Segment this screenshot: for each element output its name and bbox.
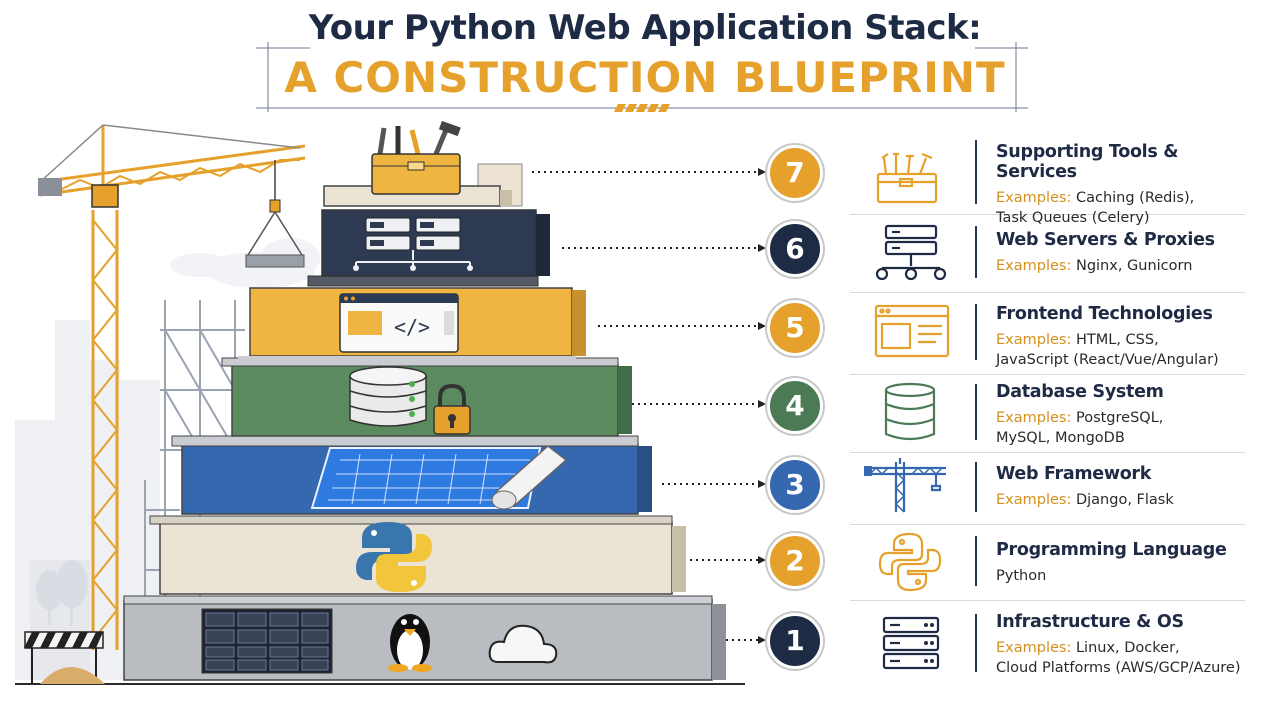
browser-window-icon [874, 304, 950, 358]
layer-5-examples-label: Examples: [996, 332, 1072, 348]
legend-row-7: Supporting Tools & Services Examples: Ca… [850, 132, 1245, 226]
server-rack-grid [201, 608, 333, 674]
clouds [170, 238, 320, 288]
legend-separator [975, 536, 977, 586]
layer-5-examples-line2: JavaScript (React/Vue/Angular) [996, 352, 1219, 368]
road-barrier [24, 631, 104, 684]
layer-1-examples-line2: Cloud Platforms (AWS/GCP/Azure) [996, 660, 1241, 676]
server-network-block-icon [353, 217, 473, 271]
layer-5-number: 5 [767, 300, 823, 356]
layer-4-examples-line1: PostgreSQL, [1075, 410, 1164, 426]
padlock-icon [433, 383, 471, 435]
crane-cab [91, 184, 119, 208]
layer-1-heading: Infrastructure & OS [996, 612, 1184, 632]
layer-4-heading: Database System [996, 382, 1164, 402]
title-line-2: A CONSTRUCTION BLUEPRINT [284, 53, 1006, 102]
browser-window-block-icon: </> [339, 293, 459, 353]
legend-separator [975, 462, 977, 512]
server-rack-icon [882, 616, 940, 670]
layer-5-examples-line1: HTML, CSS, [1075, 332, 1159, 348]
layer-4-block [221, 357, 632, 437]
python-logo-icon [878, 532, 942, 592]
layer-1-number: 1 [767, 613, 823, 669]
layer-1-examples-label: Examples: [996, 640, 1072, 656]
legend-separator [975, 226, 977, 278]
layer-1-examples-line1: Linux, Docker, [1075, 640, 1180, 656]
title-frame [256, 42, 1028, 112]
tower-crane [39, 124, 306, 650]
svg-text:</>: </> [394, 315, 430, 339]
leader-lines [532, 171, 758, 641]
legend-row-1: Infrastructure & OS Examples: Linux, Doc… [850, 600, 1245, 686]
crane-counterweight [38, 178, 62, 196]
layer-4-examples-label: Examples: [996, 410, 1072, 426]
dirt-pile [40, 667, 105, 684]
title-underline-stripes [614, 104, 670, 112]
legend-separator [975, 140, 977, 204]
crane-sling [247, 211, 303, 256]
layer-7-number: 7 [767, 145, 823, 201]
layer-2-number: 2 [767, 533, 823, 589]
crane-load-slab [245, 254, 305, 268]
linux-penguin-icon [388, 614, 432, 672]
legend-row-3: Web Framework Examples: Django, Flask [850, 452, 1245, 525]
python-logo-block-icon [356, 522, 432, 592]
toolbox-icon [876, 152, 938, 204]
layer-3-heading: Web Framework [996, 464, 1152, 484]
leader-arrowheads [758, 168, 766, 644]
legend-separator [975, 614, 977, 672]
crane-hook [269, 199, 281, 213]
layer-2-examples-line1: Python [996, 568, 1047, 584]
blueprint-scroll [491, 445, 568, 510]
layer-3-examples-label: Examples: [996, 492, 1072, 508]
layer-7-heading: Supporting Tools & Services [996, 142, 1179, 182]
title-line-1: Your Python Web Application Stack: [308, 8, 982, 48]
server-network-icon [875, 224, 947, 281]
legend-row-2: Programming Language Python [850, 524, 1245, 601]
blueprint-sheet [310, 447, 542, 509]
layer-7-examples-line2: Task Queues (Celery) [996, 210, 1150, 226]
legend-row-5: Frontend Technologies Examples: HTML, CS… [850, 292, 1245, 375]
legend-row-4: Database System Examples: PostgreSQL, My… [850, 374, 1245, 453]
layer-4-examples-line2: MySQL, MongoDB [996, 430, 1125, 446]
layer-6-heading: Web Servers & Proxies [996, 230, 1215, 250]
layer-7-examples-line1: Caching (Redis), [1075, 190, 1195, 206]
legend-row-6: Web Servers & Proxies Examples: Nginx, G… [850, 214, 1245, 293]
layer-3-number: 3 [767, 457, 823, 513]
layer-6-examples-label: Examples: [996, 258, 1072, 274]
layer-4-number: 4 [767, 378, 823, 434]
layer-6-examples-line1: Nginx, Gunicorn [1075, 258, 1193, 274]
layer-5-heading: Frontend Technologies [996, 304, 1213, 324]
crane-icon [864, 458, 946, 513]
legend-separator [975, 384, 977, 440]
layer-3-examples-line1: Django, Flask [1075, 492, 1174, 508]
trees [36, 560, 88, 626]
legend-separator [975, 304, 977, 360]
database-icon [884, 382, 936, 441]
toolbox-block-icon [371, 120, 461, 195]
cloud-outline-icon [488, 624, 558, 664]
layer-2-heading: Programming Language [996, 540, 1227, 560]
database-cylinder-icon [349, 366, 427, 427]
layer-7-examples-label: Examples: [996, 190, 1072, 206]
layer-6-number: 6 [767, 221, 823, 277]
